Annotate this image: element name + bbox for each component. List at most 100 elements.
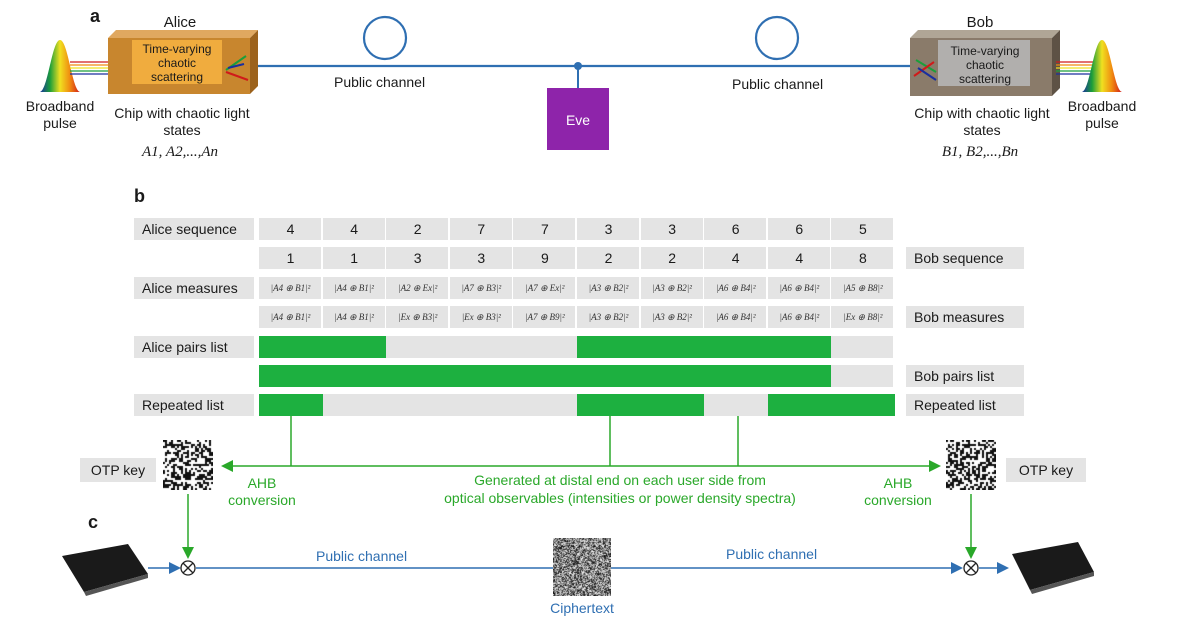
ahb-conversion-right: AHB conversion xyxy=(864,475,932,508)
repeated-block xyxy=(640,394,705,416)
bob-meas-cell xyxy=(322,306,385,328)
bob-seq-value: 2 xyxy=(668,250,676,266)
alice-meas-value: |A7 ⊕ B3|² xyxy=(461,283,502,293)
otp-key-left-box xyxy=(80,458,156,482)
bob-pairs-block xyxy=(322,365,387,387)
bob-meas-cell xyxy=(577,306,639,328)
alice-seq-value: 3 xyxy=(604,221,613,237)
generated-note-1: Generated at distal end on each user sid… xyxy=(474,472,766,488)
bob-seq-cell xyxy=(704,247,767,269)
alice-meas-cell xyxy=(386,277,449,299)
alice-seq-cell xyxy=(577,218,639,240)
public-channel-c-left: Public channel xyxy=(316,548,408,564)
bob-meas-cell xyxy=(449,306,512,328)
bob-seq-cell xyxy=(577,247,639,269)
bob-meas-value: |Ex ⊕ B8|² xyxy=(843,312,883,322)
panel-letter-b: b xyxy=(134,186,145,206)
alice-seq-cell xyxy=(386,218,449,240)
bob-meas-value: |Ex ⊕ B3|² xyxy=(398,312,438,322)
eve-label: Eve xyxy=(565,112,591,128)
bob-meas-value: |A6 ⊕ B4|² xyxy=(715,312,756,322)
alice-meas-value: |A4 ⊕ B1|² xyxy=(270,283,311,293)
bob-pairs-block xyxy=(767,365,832,387)
secret-book-right xyxy=(1012,542,1094,590)
bob-pairs-block xyxy=(386,365,450,387)
fiber-coil-right xyxy=(754,15,800,61)
repeated-block xyxy=(577,394,641,416)
bob-meas-value: |Ex ⊕ B3|² xyxy=(461,312,501,322)
alice-meas-cell xyxy=(577,277,639,299)
alice-seq-cell xyxy=(259,218,321,240)
alice-meas-value: |A3 ⊕ B2|² xyxy=(588,283,629,293)
beams-left xyxy=(70,61,112,75)
alice-meas-cell xyxy=(767,277,830,299)
bob-meas-value: |A6 ⊕ B4|² xyxy=(779,312,820,322)
bob-meas-value: |A4 ⊕ B1|² xyxy=(270,312,311,322)
bob-pairs-block xyxy=(640,365,705,387)
repeated-block xyxy=(767,394,832,416)
public-channel-a-right: Public channel xyxy=(732,76,824,92)
bob-seq-value: 3 xyxy=(413,250,422,266)
alice-meas-cell xyxy=(322,277,385,299)
ahb-conversion-left: AHB conversion xyxy=(228,475,296,508)
bob-seq-cell xyxy=(767,247,830,269)
bob-seq-cell xyxy=(259,247,321,269)
alice-pairs-block xyxy=(259,336,323,358)
bob-seq-value: 1 xyxy=(350,250,358,266)
bob-seq-cell xyxy=(513,247,576,269)
alice-seq-cell xyxy=(640,218,703,240)
panel-letter-c: c xyxy=(88,512,99,532)
alice-meas-value: |A3 ⊕ B2|² xyxy=(652,283,692,293)
bob-seq-value: 8 xyxy=(858,250,867,266)
bob-chip xyxy=(910,30,1060,96)
bob-meas-value: |A3 ⊕ B2|² xyxy=(652,312,692,322)
otp-key-left-qr xyxy=(163,440,213,490)
secret-book-left xyxy=(62,544,148,592)
alice-pairs-block xyxy=(322,336,387,358)
bob-meas-cell xyxy=(386,306,449,328)
alice-seq-value: 3 xyxy=(668,221,676,237)
alice-chip xyxy=(108,30,258,94)
otp-key-right-qr xyxy=(946,440,996,490)
generated-note-2: optical observables (intensities or powe… xyxy=(444,490,796,506)
alice-seq-cell xyxy=(449,218,512,240)
alice-meas-value: |A4 ⊕ B1|² xyxy=(334,283,374,293)
fiber-coil-left xyxy=(362,15,408,61)
alice-seq-cell xyxy=(322,218,385,240)
otp-key-right-box xyxy=(1006,458,1086,482)
bob-seq-value: 9 xyxy=(540,250,549,266)
bob-pairs-block xyxy=(513,365,577,387)
bob-pairs-block xyxy=(704,365,768,387)
ciphertext-image xyxy=(553,538,611,596)
bob-meas-cell xyxy=(513,306,576,328)
broadband-pulse-left: Broadband pulse xyxy=(25,98,95,131)
alice-seq-cell xyxy=(767,218,830,240)
alice-seq-value: 4 xyxy=(286,221,295,237)
alice-seq-cell xyxy=(513,218,576,240)
broadband-pulse-left-shape xyxy=(40,40,80,92)
ciphertext-label: Ciphertext xyxy=(550,600,614,616)
alice-meas-value: |A2 ⊕ Ex|² xyxy=(398,283,438,293)
alice-pairs-block xyxy=(577,336,641,358)
bob-seq-value: 4 xyxy=(731,250,740,266)
bob-seq-cell xyxy=(640,247,703,269)
bob-seq-cell xyxy=(831,247,894,269)
row-label-repeated-left: Repeated list xyxy=(134,394,254,416)
row-label-alice-sequence: Alice sequence xyxy=(134,218,254,240)
alice-title: Alice xyxy=(163,14,197,31)
row-label-bob-sequence: Bob sequence xyxy=(906,247,1024,269)
alice-seq-value: 7 xyxy=(540,221,549,237)
row-label-alice-measures: Alice measures xyxy=(134,277,254,299)
bob-seq-value: 3 xyxy=(477,250,486,266)
bob-meas-cell xyxy=(831,306,894,328)
row-label-alice-pairs: Alice pairs list xyxy=(134,336,254,358)
alice-pairs-block xyxy=(767,336,832,358)
alice-meas-value: |A5 ⊕ B8|² xyxy=(843,283,883,293)
alice-meas-cell xyxy=(704,277,767,299)
bob-meas-cell xyxy=(640,306,703,328)
bob-meas-cell xyxy=(259,306,321,328)
alice-pairs-block xyxy=(640,336,705,358)
alice-seq-cell xyxy=(831,218,894,240)
bob-meas-cell xyxy=(704,306,767,328)
